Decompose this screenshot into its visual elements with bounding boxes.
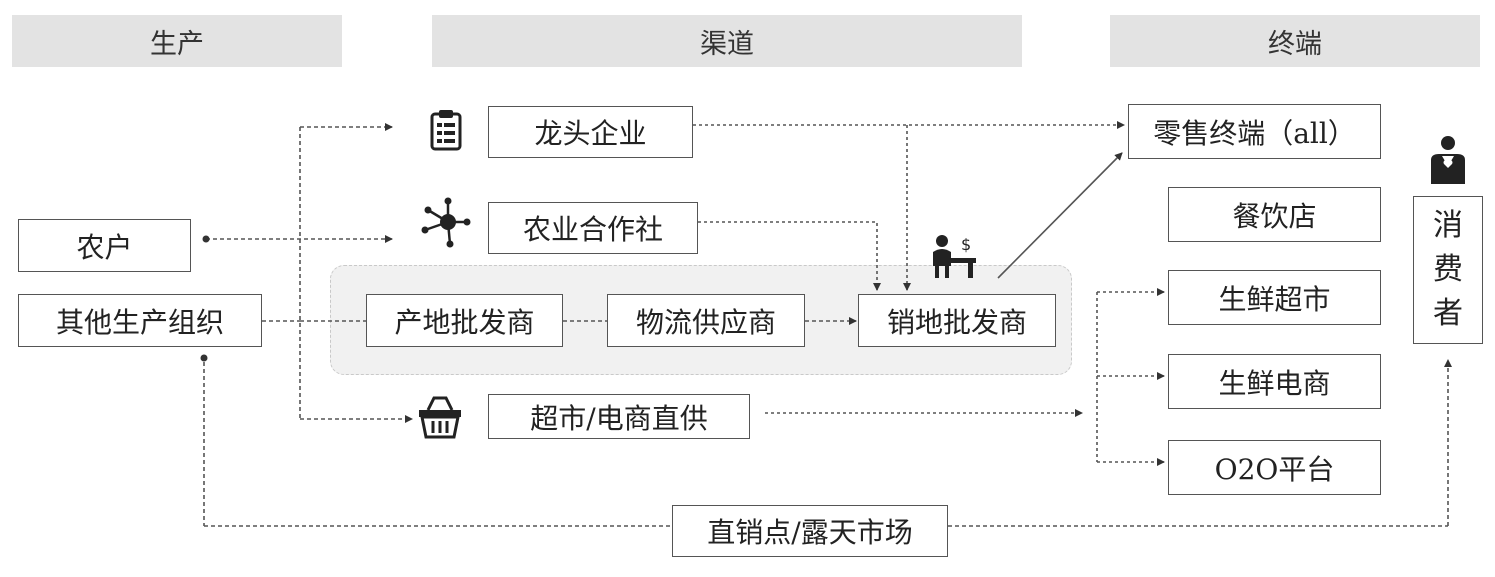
consumer-char-1: 消 — [1433, 208, 1463, 243]
header-production: 生产 — [12, 15, 342, 67]
consumer-char-2: 费 — [1433, 252, 1463, 287]
dot-other-org — [200, 354, 208, 362]
node-other-org: 其他生产组织 — [18, 294, 262, 347]
edge-sales-retail — [997, 152, 1123, 279]
node-fresh-ecommerce: 生鲜电商 — [1168, 354, 1381, 409]
header-terminal: 终端 — [1110, 15, 1480, 67]
node-cooperative: 农业合作社 — [488, 202, 698, 254]
network-icon — [421, 197, 471, 248]
node-logistics-supplier: 物流供应商 — [607, 294, 805, 347]
person-icon — [1431, 136, 1465, 184]
svg-text:$: $ — [961, 235, 971, 254]
header-channel: 渠道 — [432, 15, 1022, 67]
node-direct-supply: 超市/电商直供 — [488, 394, 750, 439]
node-farmer: 农户 — [18, 219, 191, 272]
clipboard-icon — [430, 110, 462, 151]
node-consumer: 消 费 者 — [1413, 196, 1483, 344]
consumer-char-3: 者 — [1433, 296, 1463, 331]
dot-farmer — [202, 235, 210, 243]
node-direct-market: 直销点/露天市场 — [672, 505, 948, 557]
node-leading-enterprise: 龙头企业 — [488, 106, 693, 158]
node-restaurant: 餐饮店 — [1168, 187, 1381, 242]
node-o2o: O2O平台 — [1168, 440, 1381, 495]
node-retail-all: 零售终端（all） — [1128, 104, 1381, 159]
node-sales-wholesaler: 销地批发商 — [858, 294, 1056, 347]
node-fresh-supermarket: 生鲜超市 — [1168, 270, 1381, 325]
merchant-desk-icon: $ — [933, 235, 976, 278]
edge-cooperative-sales — [698, 221, 881, 291]
shopping-basket-icon — [419, 396, 461, 439]
node-origin-wholesaler: 产地批发商 — [366, 294, 563, 347]
